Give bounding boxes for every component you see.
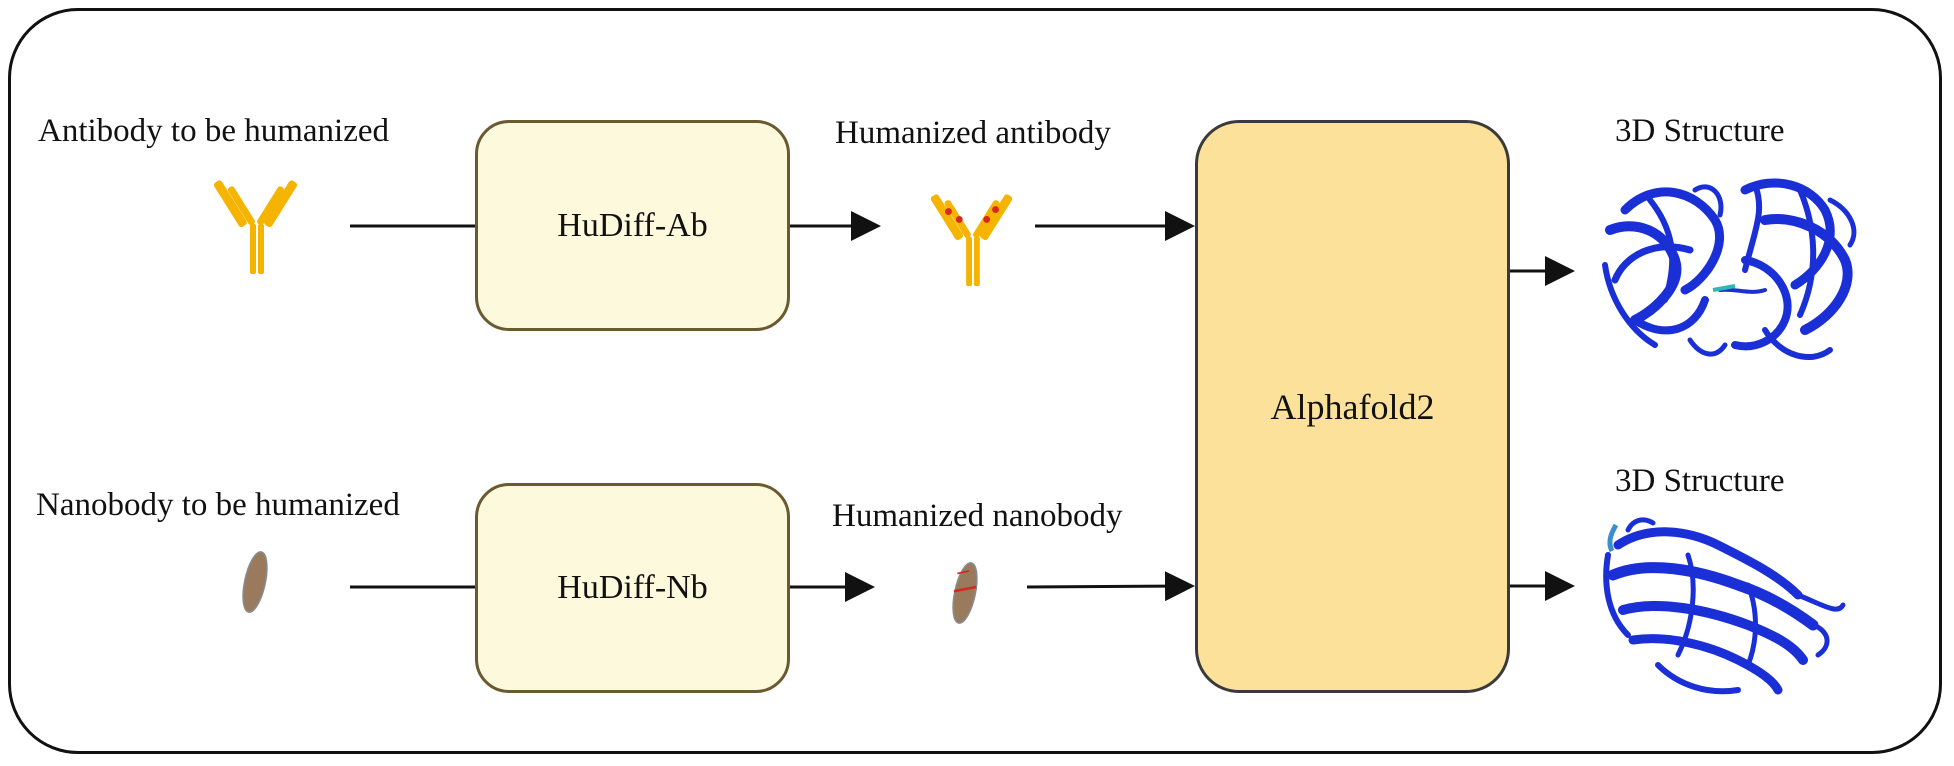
antibody-structure-icon	[1602, 178, 1857, 361]
hudiff-nb-box: HuDiff-Nb	[475, 483, 790, 693]
alphafold2-label: Alphafold2	[1270, 386, 1435, 427]
antibody-input-label: Antibody to be humanized	[38, 113, 390, 149]
structure-top-label: 3D Structure	[1615, 113, 1785, 149]
hudiff-ab-label: HuDiff-Ab	[557, 206, 708, 244]
structure-bottom-label: 3D Structure	[1615, 463, 1785, 499]
nanobody-structure-icon	[1603, 517, 1846, 695]
antibody-input-icon	[213, 180, 298, 274]
humanized-nanobody-to-alphafold-arrow	[1026, 571, 1195, 602]
humanized-nanobody-label: Humanized nanobody	[832, 498, 1123, 534]
nanobody-input-label: Nanobody to be humanized	[36, 487, 400, 523]
humanized-antibody-icon	[930, 194, 1013, 287]
alphafold2-box: Alphafold2	[1195, 120, 1510, 693]
humanized-nanobody-icon	[952, 562, 978, 624]
nanobody-input-icon	[242, 551, 268, 613]
hudiff-nb-label: HuDiff-Nb	[557, 569, 708, 606]
hudiff-ab-box: HuDiff-Ab	[475, 120, 790, 331]
humanized-antibody-label: Humanized antibody	[835, 115, 1111, 151]
